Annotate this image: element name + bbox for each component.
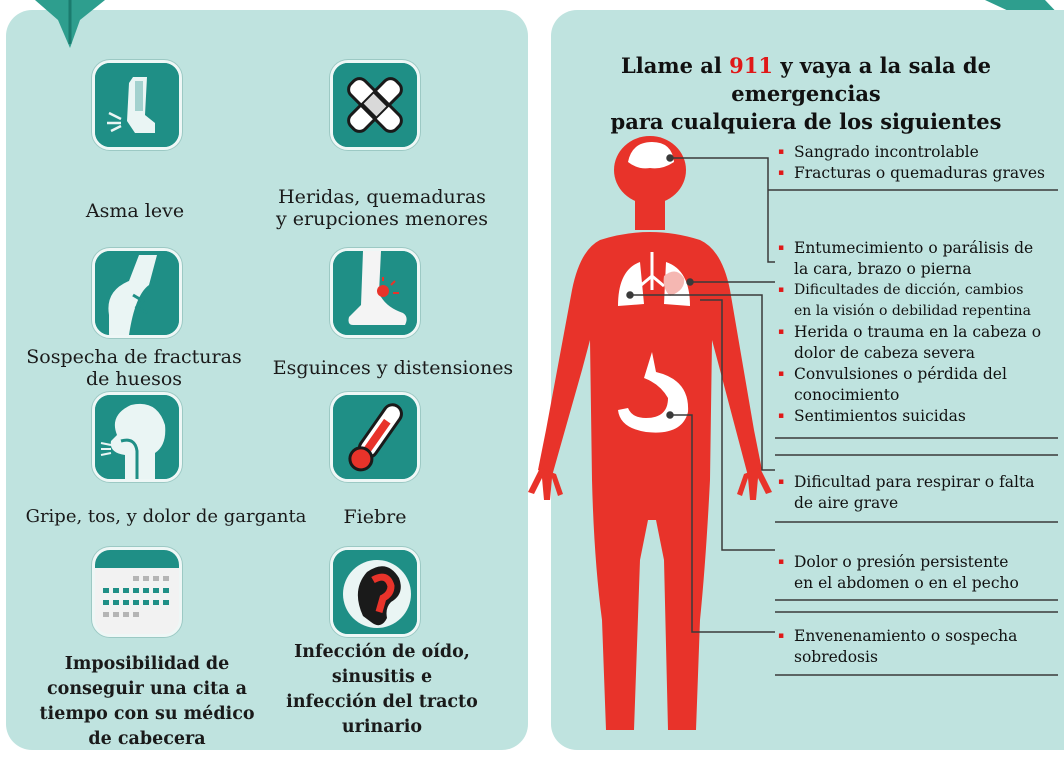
symptom-line: Dolor o presión persistente [794,553,1009,571]
throat-icon [92,392,182,482]
condition-label-asthma: Asma leve [85,200,185,222]
condition-label-fever: Fiebre [343,506,407,528]
left-arrow-decoration [35,0,105,48]
emergency-title: Llame al 911 y vaya a la sala de emergen… [556,52,1056,136]
sprained-ankle-icon [330,248,420,338]
symptom-line: la cara, brazo o pierna [794,260,972,278]
emergency-number: 911 [729,53,774,78]
bone-fracture-icon [92,248,182,338]
symptom-line: Envenenamiento o sospecha [794,627,1018,645]
symptom-item: Herida o trauma en la cabeza o dolor de c… [776,322,1041,364]
symptom-line: conocimiento [794,386,900,404]
symptom-group-3: Dificultad para respirar o falta de aire … [776,472,1034,514]
condition-label-appointment: Imposibilidad de conseguir una cita a ti… [39,654,255,749]
ear-icon [330,547,420,637]
symptom-item: Convulsiones o pérdida del conocimiento [776,364,1041,406]
symptom-group-2: Entumecimiento o parálisis de la cara, br… [776,238,1041,427]
condition-label-wounds: Heridas, quemaduras y erupciones menores [276,186,488,230]
symptom-line: sobredosis [794,648,878,666]
symptom-line: Convulsiones o pérdida del [794,365,1007,383]
condition-label-ear-infection: Infección de oído, sinusitis e infección… [286,642,478,737]
symptom-item: Envenenamiento o sospecha sobredosis [776,626,1017,668]
title-suffix: y vaya a la sala de emergencias [731,53,991,106]
condition-label-sprains: Esguinces y distensiones [272,357,514,379]
symptom-line: en el abdomen o en el pecho [794,574,1019,592]
symptom-item: Dificultad para respirar o falta de aire … [776,472,1034,514]
heart-icon [663,271,685,296]
body-figure-icon [528,136,772,730]
calendar-icon [92,547,182,637]
symptom-line: Dificultades de dicción, cambios [794,282,1024,298]
condition-label-flu: Gripe, tos, y dolor de garganta [25,506,307,527]
symptom-group-1: Sangrado incontrolable Fracturas o quema… [776,142,1045,184]
bandage-icon [330,60,420,150]
symptom-item: Sentimientos suicidas [776,406,1041,427]
symptom-group-5: Envenenamiento o sospecha sobredosis [776,626,1017,668]
symptom-line: dolor de cabeza severa [794,344,975,362]
thermometer-icon [330,392,420,482]
symptom-item: Fracturas o quemaduras graves [776,163,1045,184]
symptom-line: Entumecimiento o parálisis de [794,239,1034,257]
symptom-line: en la visión o debilidad repentina [794,303,1031,319]
symptom-line: de aire grave [794,494,899,512]
inhaler-icon [92,60,182,150]
symptom-item: Dificultades de dicción, cambios en la vi… [776,280,1041,322]
symptom-group-4: Dolor o presión persistente en el abdomen… [776,552,1019,594]
symptom-item: Sangrado incontrolable [776,142,1045,163]
symptom-line: Dificultad para respirar o falta [794,473,1035,491]
title-prefix: Llame al [621,53,730,78]
title-line-2: para cualquiera de los siguientes [610,109,1002,134]
brain-icon [628,142,674,169]
condition-label-fractures: Sospecha de fracturas de huesos [26,346,242,390]
symptom-line: Herida o trauma en la cabeza o [794,323,1042,341]
connector-lines [626,154,1058,676]
symptom-item: Dolor o presión persistente en el abdomen… [776,552,1019,594]
symptom-item: Entumecimiento o parálisis de la cara, br… [776,238,1041,280]
